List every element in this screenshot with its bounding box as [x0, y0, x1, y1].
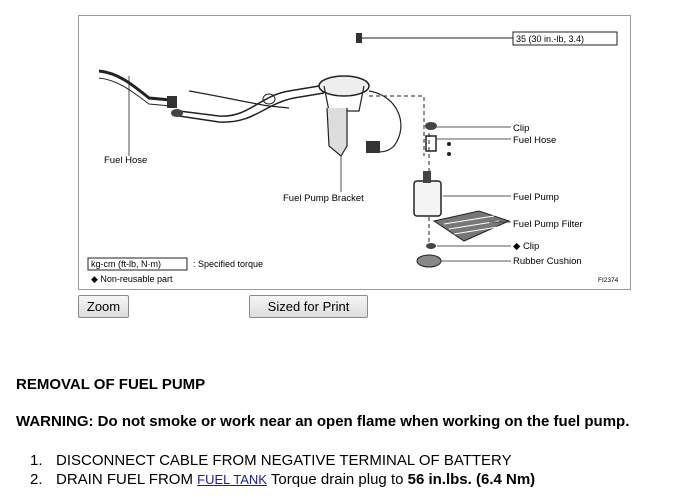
- label-fuel-hose-right: Fuel Hose: [513, 135, 556, 146]
- step-item: 2. DRAIN FUEL FROM FUEL TANK Torque drain…: [16, 470, 535, 489]
- step-text: DISCONNECT CABLE FROM NEGATIVE TERMINAL …: [56, 452, 512, 469]
- warning-text: WARNING: Do not smoke or work near an op…: [16, 413, 630, 430]
- legend-torque-unit: kg-cm (ft-lb, N·m): [91, 259, 161, 269]
- step-number: 1.: [30, 452, 43, 469]
- label-fuel-pump-filter: Fuel Pump Filter: [513, 219, 583, 230]
- label-fuel-hose-left: Fuel Hose: [104, 155, 147, 166]
- fuel-hose-line: [98, 69, 172, 102]
- torque-callout: 35 (30 in.-lb, 3.4): [516, 34, 584, 44]
- torque-value: 56 in.lbs. (6.4 Nm): [407, 471, 536, 488]
- hose-segment: [425, 135, 437, 152]
- legend-torque-desc: : Specified torque: [193, 259, 263, 269]
- fuel-pump-body: [413, 180, 442, 217]
- label-fuel-pump: Fuel Pump: [513, 192, 559, 203]
- section-heading: REMOVAL OF FUEL PUMP: [16, 376, 206, 393]
- step-number: 2.: [30, 471, 43, 488]
- figure-id: FI2374: [598, 277, 619, 284]
- bracket-top: [318, 75, 370, 97]
- fuel-pump-filter: [432, 210, 511, 242]
- procedure-steps: 1. DISCONNECT CABLE FROM NEGATIVE TERMINA…: [16, 451, 535, 489]
- wire-connector: [366, 141, 380, 153]
- sized-for-print-button[interactable]: Sized for Print: [249, 295, 368, 318]
- label-clip-bottom: ◆ Clip: [513, 241, 539, 252]
- hose-fitting: [167, 96, 177, 108]
- bolt: [356, 33, 362, 43]
- rubber-cushion: [416, 254, 442, 268]
- exploded-view-illustration: 35 (30 in.-lb, 3.4) Fuel Hose Fuel Pump …: [87, 31, 619, 284]
- step-text-before: DRAIN FUEL FROM: [56, 471, 198, 488]
- label-clip-top: Clip: [513, 123, 529, 134]
- step-text-mid: Torque drain plug to: [266, 471, 408, 488]
- label-rubber-cushion: Rubber Cushion: [513, 256, 582, 267]
- bracket-body: [326, 107, 348, 157]
- zoom-button[interactable]: Zoom: [78, 295, 129, 318]
- step-item: 1. DISCONNECT CABLE FROM NEGATIVE TERMINA…: [16, 451, 535, 470]
- fuel-tank-link[interactable]: FUEL TANK: [197, 472, 267, 487]
- legend-nonreusable: ◆ Non-reusable part: [91, 274, 173, 284]
- label-fuel-pump-bracket: Fuel Pump Bracket: [283, 193, 364, 204]
- fuel-pump-diagram: 35 (30 in.-lb, 3.4) Fuel Hose Fuel Pump …: [78, 15, 631, 290]
